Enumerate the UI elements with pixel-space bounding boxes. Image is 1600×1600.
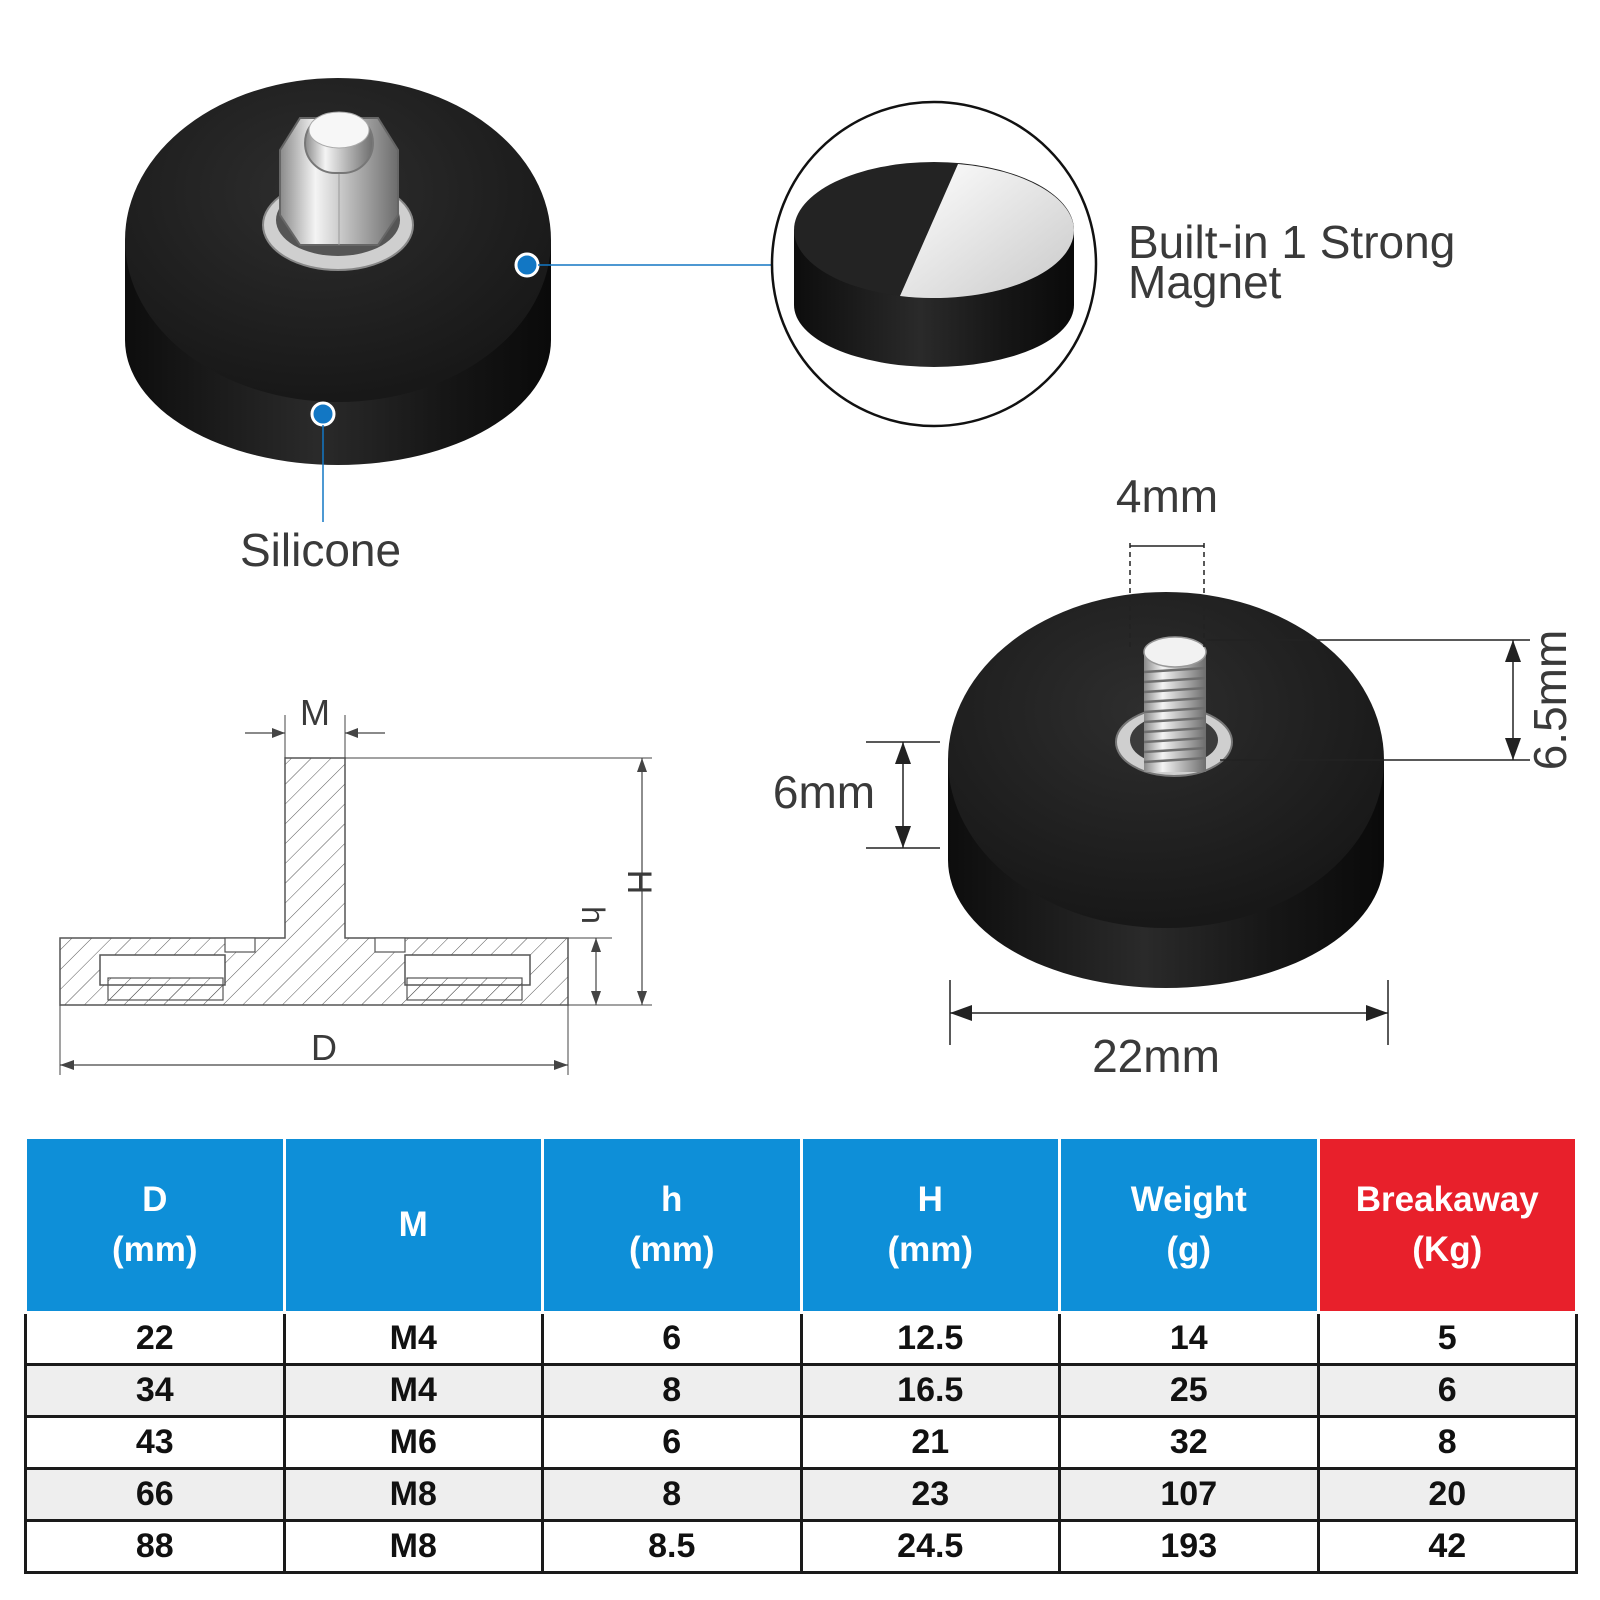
table-cell: 6 — [541, 1415, 803, 1470]
table-cell: M4 — [282, 1363, 544, 1418]
table-cell: 42 — [1316, 1519, 1578, 1574]
stud-diameter-dimension — [1129, 543, 1205, 650]
header-M: M — [282, 1136, 544, 1314]
silicone-callout-dot — [310, 401, 336, 427]
table-cell: 14 — [1058, 1311, 1320, 1366]
dim-label-H: H — [620, 870, 658, 895]
table-cell: 8 — [541, 1467, 803, 1522]
stud-height-label: 6.5mm — [1524, 630, 1576, 771]
table-row: 22 M4 6 12.5 14 5 — [24, 1311, 1578, 1366]
dim-label-D: D — [311, 1027, 337, 1068]
table-cell: 107 — [1058, 1467, 1320, 1522]
table-cell: 43 — [24, 1415, 286, 1470]
table-row: 34 M4 8 16.5 25 6 — [24, 1363, 1578, 1418]
magnet-callout-label-line2: Magnet — [1128, 256, 1282, 308]
table-cell: 23 — [799, 1467, 1061, 1522]
table-cell: 88 — [24, 1519, 286, 1574]
table-cell: 5 — [1316, 1311, 1578, 1366]
magnet-callout-dot — [514, 252, 540, 278]
base-height-label: 6mm — [773, 766, 875, 818]
table-cell: 22 — [24, 1311, 286, 1366]
header-D: D(mm) — [24, 1136, 286, 1314]
table-cell: 66 — [24, 1467, 286, 1522]
table-row: 88 M8 8.5 24.5 193 42 — [24, 1519, 1578, 1574]
base-diameter-dimension — [949, 980, 1389, 1045]
header-H: H(mm) — [799, 1136, 1061, 1314]
table-cell: M4 — [282, 1311, 544, 1366]
table-cell: 8 — [541, 1363, 803, 1418]
table-row: 43 M6 6 21 32 8 — [24, 1415, 1578, 1470]
header-h: h(mm) — [541, 1136, 803, 1314]
stud-diameter-label: 4mm — [1116, 470, 1218, 522]
table-cell: 12.5 — [799, 1311, 1061, 1366]
silicone-callout-label: Silicone — [240, 524, 401, 576]
table-cell: 16.5 — [799, 1363, 1061, 1418]
table-cell: 24.5 — [799, 1519, 1061, 1574]
table-cell: 25 — [1058, 1363, 1320, 1418]
table-cell: 32 — [1058, 1415, 1320, 1470]
table-cell: 21 — [799, 1415, 1061, 1470]
table-cell: M8 — [282, 1519, 544, 1574]
table-cell: 193 — [1058, 1519, 1320, 1574]
magnet-callout-label: Built-in 1 Strong — [1128, 216, 1455, 268]
table-cell: 20 — [1316, 1467, 1578, 1522]
product-illustration: Built-in 1 Strong Magnet Silicone — [59, 78, 1576, 1082]
magnet-inset — [770, 100, 1098, 428]
table-cell: 34 — [24, 1363, 286, 1418]
table-cell: 8.5 — [541, 1519, 803, 1574]
product-with-stud — [948, 592, 1384, 988]
table-row: 66 M8 8 23 107 20 — [24, 1467, 1578, 1522]
table-cell: 8 — [1316, 1415, 1578, 1470]
base-diameter-label: 22mm — [1092, 1030, 1220, 1082]
table-cell: 6 — [541, 1311, 803, 1366]
spec-table-header-row: D(mm) M h(mm) H(mm) Weight(g) Breakaway(… — [24, 1136, 1578, 1314]
table-cell: M6 — [282, 1415, 544, 1470]
base-height-dimension — [866, 741, 940, 849]
cross-section-drawing — [59, 715, 652, 1075]
dim-label-M: M — [300, 692, 330, 733]
stud-height-dimension — [1206, 639, 1530, 761]
dim-label-h: h — [575, 906, 611, 924]
header-weight: Weight(g) — [1058, 1136, 1320, 1314]
header-breakaway: Breakaway(Kg) — [1316, 1136, 1578, 1314]
spec-table: D(mm) M h(mm) H(mm) Weight(g) Breakaway(… — [24, 1136, 1578, 1574]
table-cell: M8 — [282, 1467, 544, 1522]
product-with-nut — [125, 78, 551, 465]
table-cell: 6 — [1316, 1363, 1578, 1418]
